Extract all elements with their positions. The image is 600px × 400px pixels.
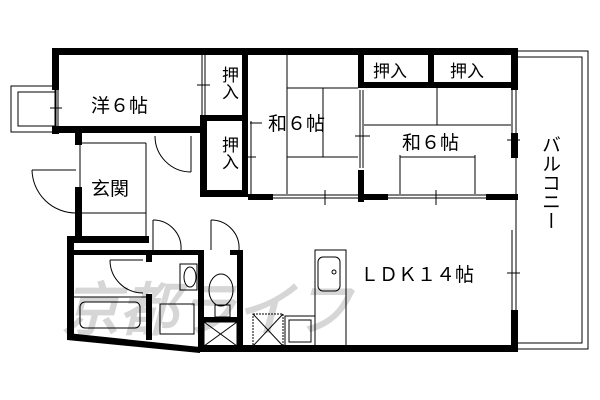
closet-label-1: 押入 <box>218 66 239 100</box>
room-label-japanese-2: 和６帖 <box>402 132 459 154</box>
room-label-western: 洋６帖 <box>91 95 148 117</box>
walls <box>52 48 518 353</box>
watermark: 京都ライフ <box>58 276 366 344</box>
room-label-balcony: バルコニー <box>539 135 561 230</box>
closet-label-4: 押入 <box>450 62 484 82</box>
closet-label-2: 押入 <box>218 136 239 170</box>
room-label-entrance: 玄関 <box>91 178 129 200</box>
interior-lines <box>31 55 520 347</box>
closet-label-3: 押入 <box>373 62 407 82</box>
left-balcony <box>10 85 57 133</box>
room-label-japanese-1: 和６帖 <box>268 113 325 135</box>
room-label-ldk: ＬＤＫ１４帖 <box>360 264 474 286</box>
